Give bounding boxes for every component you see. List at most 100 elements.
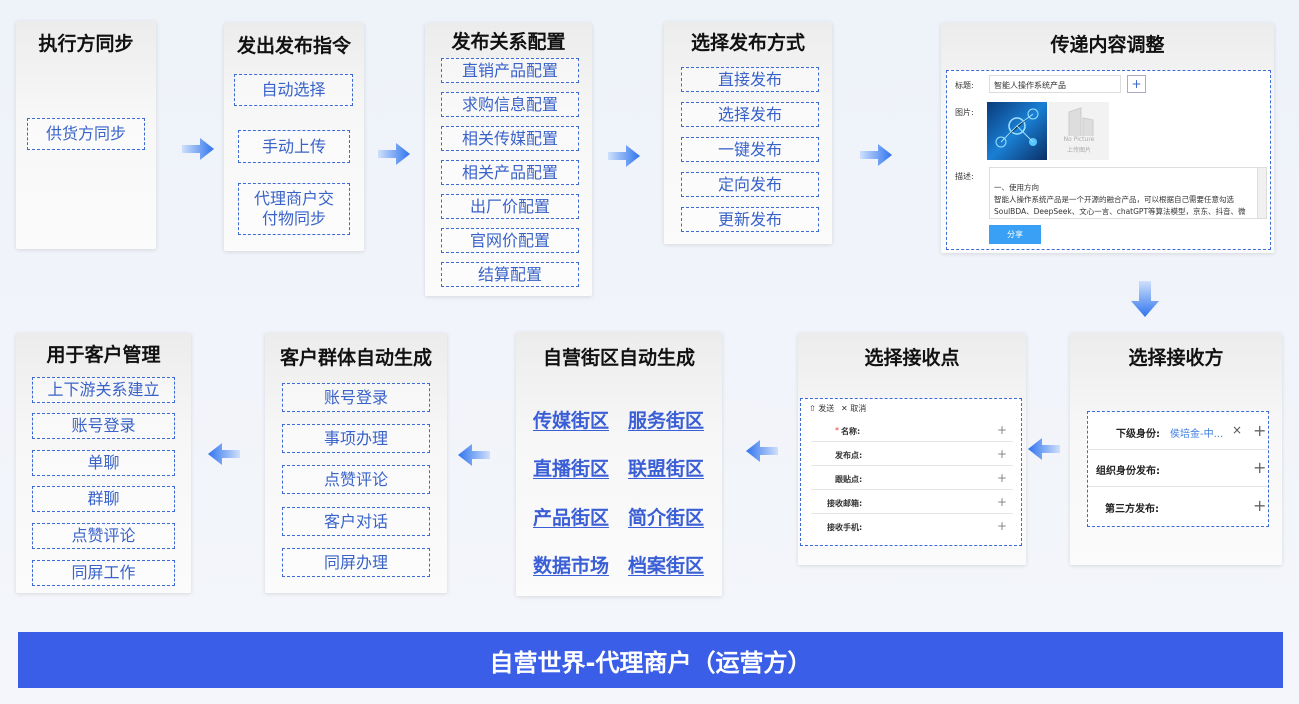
item-manage[interactable]: 上下游关系建立 — [32, 377, 175, 403]
send-label: 发送 — [818, 404, 835, 413]
point-row[interactable]: 发布点: + — [811, 442, 1013, 466]
step-content-adjust: 传递内容调整 标题: 智能人操作系统产品 + 图片: No Picture 上传… — [941, 23, 1274, 253]
item-config[interactable]: 直销产品配置 — [441, 58, 579, 83]
point-form: ⇧ 发送 ✕ 取消 * 名称: + 发布点: + 跟贴点: + 接收邮箱: + … — [800, 398, 1022, 546]
step-customer-manage: 用于客户管理 上下游关系建立 账号登录 单聊 群聊 点赞评论 同屏工作 — [16, 333, 191, 593]
step-title: 执行方同步 — [38, 33, 134, 55]
arrow-left-icon — [1028, 438, 1060, 460]
close-icon[interactable]: × — [1232, 423, 1243, 437]
network-image-icon — [995, 108, 1039, 148]
step-relation-config: 发布关系配置 直销产品配置 求购信息配置 相关传媒配置 相关产品配置 出厂价配置… — [425, 23, 592, 296]
item-method[interactable]: 定向发布 — [681, 172, 819, 197]
item-method[interactable]: 直接发布 — [681, 67, 819, 92]
item-group[interactable]: 点赞评论 — [282, 465, 430, 494]
receiver-value[interactable]: 侯培金-中... — [1170, 429, 1224, 440]
item-group[interactable]: 同屏办理 — [282, 548, 430, 577]
cancel-label: 取消 — [850, 404, 867, 413]
item-group[interactable]: 客户对话 — [282, 507, 430, 536]
plus-icon[interactable]: + — [1253, 496, 1267, 515]
plus-icon[interactable]: + — [1253, 458, 1267, 477]
step-title: 发布关系配置 — [451, 31, 566, 53]
item-manage[interactable]: 同屏工作 — [32, 560, 175, 586]
share-label: 分享 — [1007, 230, 1023, 239]
street-link[interactable]: 档案街区 — [628, 555, 705, 577]
item-group[interactable]: 账号登录 — [282, 383, 430, 412]
desc-text: 一、使用方向 智能人操作系统产品是一个开源的融合产品，可以根据自己需要任意勾选S… — [994, 183, 1246, 216]
street-link[interactable]: 数据市场 — [533, 555, 610, 577]
item-auto-select[interactable]: 自动选择 — [234, 74, 353, 106]
point-row[interactable]: * 名称: + — [811, 418, 1013, 442]
plus-icon[interactable]: + — [996, 471, 1007, 485]
title-add-button[interactable]: + — [1127, 75, 1146, 93]
street-link[interactable]: 服务街区 — [628, 410, 705, 432]
cancel-button[interactable]: ✕ 取消 — [841, 404, 867, 413]
item-supplier-sync[interactable]: 供货方同步 — [27, 118, 145, 150]
step-publish-method: 选择发布方式 直接发布 选择发布 一键发布 定向发布 更新发布 — [664, 22, 832, 244]
item-method[interactable]: 更新发布 — [681, 207, 819, 232]
street-link[interactable]: 产品街区 — [533, 507, 610, 529]
desc-textarea[interactable]: 一、使用方向 智能人操作系统产品是一个开源的融合产品，可以根据自己需要任意勾选S… — [989, 167, 1267, 219]
item-config[interactable]: 官网价配置 — [441, 228, 579, 253]
point-row[interactable]: 跟贴点: + — [811, 466, 1013, 490]
street-link[interactable]: 传媒街区 — [533, 410, 610, 432]
arrow-right-icon — [608, 145, 640, 167]
step-title: 客户群体自动生成 — [279, 347, 432, 369]
point-label: 接收邮箱: — [827, 499, 863, 508]
step-title: 传递内容调整 — [1050, 34, 1165, 56]
plus-icon: + — [1131, 77, 1142, 91]
item-config[interactable]: 求购信息配置 — [441, 92, 579, 117]
item-config[interactable]: 相关传媒配置 — [441, 126, 579, 151]
send-button[interactable]: ⇧ 发送 — [809, 404, 835, 413]
receiver-row[interactable]: 第三方发布: + — [1088, 487, 1268, 525]
point-row[interactable]: 接收邮箱: + — [811, 490, 1013, 514]
step-title: 发出发布指令 — [236, 35, 351, 57]
step-title: 选择接收点 — [864, 347, 960, 369]
step-title: 选择发布方式 — [690, 32, 805, 54]
plus-icon[interactable]: + — [996, 447, 1007, 461]
upload-image-placeholder[interactable]: No Picture 上传图片 — [1049, 102, 1109, 160]
title-input[interactable]: 智能人操作系统产品 — [989, 75, 1121, 93]
item-method[interactable]: 选择发布 — [681, 102, 819, 127]
scrollbar[interactable] — [1257, 168, 1266, 218]
receiver-label: 下级身份: — [1116, 429, 1160, 440]
item-group[interactable]: 事项办理 — [282, 424, 430, 453]
required-mark: * — [835, 426, 839, 435]
arrow-right-icon — [182, 138, 214, 160]
title-input-value: 智能人操作系统产品 — [994, 81, 1066, 90]
street-link[interactable]: 直播街区 — [533, 458, 610, 480]
arrow-right-icon — [378, 143, 410, 165]
receiver-row[interactable]: 下级身份: 侯培金-中... × + — [1088, 412, 1268, 450]
image-label: 图片: — [955, 108, 974, 117]
item-config[interactable]: 相关产品配置 — [441, 160, 579, 185]
footer-banner: 自营世界-代理商户（运营方） — [18, 632, 1283, 688]
step-issue-command: 发出发布指令 自动选择 手动上传 代理商户交 付物同步 — [224, 23, 364, 251]
content-form: 标题: 智能人操作系统产品 + 图片: No Picture 上传图片 描述: — [946, 70, 1271, 250]
item-manage[interactable]: 点赞评论 — [32, 523, 175, 549]
arrow-right-icon — [860, 144, 892, 166]
item-manage[interactable]: 账号登录 — [32, 413, 175, 439]
item-manual-upload[interactable]: 手动上传 — [238, 130, 350, 163]
share-button[interactable]: 分享 — [989, 225, 1041, 244]
item-config[interactable]: 结算配置 — [441, 262, 579, 287]
step-executor-sync: 执行方同步 供货方同步 — [16, 21, 156, 249]
item-method[interactable]: 一键发布 — [681, 137, 819, 162]
plus-icon[interactable]: + — [996, 495, 1007, 509]
point-label: 接收手机: — [827, 523, 863, 532]
item-config[interactable]: 出厂价配置 — [441, 194, 579, 219]
point-label: 发布点: — [835, 451, 863, 460]
desc-label: 描述: — [955, 172, 974, 181]
point-row[interactable]: 接收手机: + — [811, 514, 1013, 538]
item-agent-sync[interactable]: 代理商户交 付物同步 — [238, 183, 350, 235]
item-manage[interactable]: 单聊 — [32, 450, 175, 476]
street-link[interactable]: 简介街区 — [628, 507, 705, 529]
plus-icon[interactable]: + — [996, 519, 1007, 533]
plus-icon[interactable]: + — [996, 423, 1007, 437]
product-image[interactable] — [987, 102, 1047, 160]
step-street-generate: 自营街区自动生成 传媒街区 服务街区 直播街区 联盟街区 产品街区 简介街区 数… — [516, 332, 722, 596]
street-link[interactable]: 联盟街区 — [628, 458, 705, 480]
step-select-point: 选择接收点 ⇧ 发送 ✕ 取消 * 名称: + 发布点: + 跟贴点: + 接收… — [798, 333, 1026, 565]
receiver-row[interactable]: 组织身份发布: + — [1088, 450, 1268, 487]
item-manage[interactable]: 群聊 — [32, 486, 175, 512]
step-title: 用于客户管理 — [46, 344, 161, 366]
plus-icon[interactable]: + — [1253, 421, 1267, 440]
